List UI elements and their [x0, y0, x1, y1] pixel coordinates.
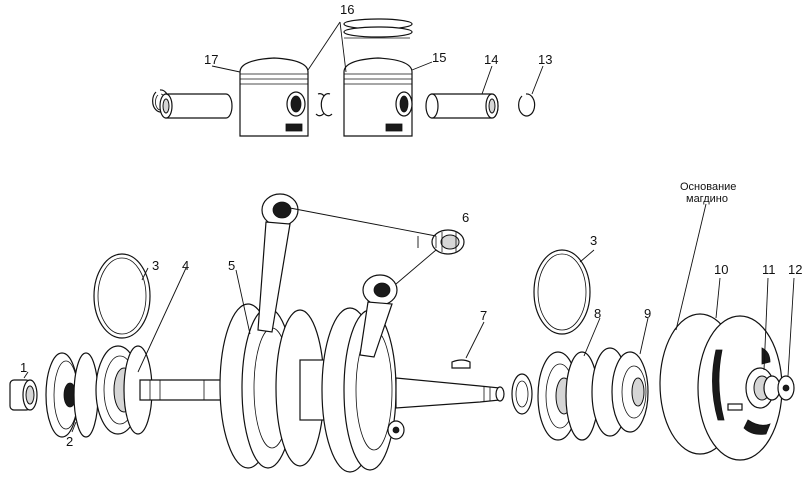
label-4: 4: [182, 258, 189, 273]
needle-bearing: [431, 229, 465, 255]
main-bearing-right: [537, 351, 599, 441]
leader-5: [235, 269, 251, 335]
label-3-left: 3: [152, 258, 159, 273]
leader-3a: [141, 267, 149, 281]
label-16: 16: [340, 2, 354, 17]
leader-base: [675, 203, 707, 331]
o-ring-right: [533, 249, 591, 335]
magneto-base-label-line2: магдино: [686, 193, 728, 205]
crankshaft-right-shaft: [395, 377, 505, 409]
crankshaft-left-shaft: [139, 379, 233, 401]
label-7: 7: [480, 308, 487, 323]
leader-12: [787, 277, 795, 377]
washer: [511, 373, 533, 415]
leader-16b: [339, 21, 347, 73]
leader-3b: [579, 249, 595, 263]
woodruff-key: [451, 359, 471, 369]
piston-rings: [343, 18, 413, 39]
oil-seal: [45, 352, 99, 438]
o-ring-left: [93, 253, 151, 339]
leader-11: [763, 277, 769, 371]
label-1: 1: [20, 360, 27, 375]
leader-9: [639, 317, 649, 355]
label-10: 10: [714, 262, 728, 277]
leader-16a: [307, 21, 341, 71]
leader-7: [465, 321, 485, 359]
label-5: 5: [228, 258, 235, 273]
leader-14: [481, 65, 493, 95]
label-8: 8: [594, 306, 601, 321]
label-12: 12: [788, 262, 802, 277]
oil-seal-right: [591, 347, 649, 437]
leader-15: [411, 61, 433, 71]
label-13: 13: [538, 52, 552, 67]
label-2: 2: [66, 434, 73, 449]
label-9: 9: [644, 306, 651, 321]
main-bearing-left: [95, 345, 153, 435]
label-14: 14: [484, 52, 498, 67]
leader-1: [23, 371, 29, 379]
piston-pin-left: [159, 93, 233, 119]
leader-10: [715, 277, 721, 319]
snap-ring-middle: [315, 93, 333, 117]
magneto-base-label-line1: Основание: [680, 181, 736, 193]
label-3-right: 3: [590, 233, 597, 248]
flywheel-nut: [727, 375, 795, 411]
label-11: 11: [762, 262, 776, 277]
connecting-rod-right: [359, 274, 398, 358]
leader-6a: [289, 207, 437, 237]
piston-right: [343, 57, 413, 137]
leader-8: [583, 317, 601, 357]
label-17: 17: [204, 52, 218, 67]
seal-cap: [9, 379, 38, 411]
magneto-flywheel: [659, 313, 783, 461]
leader-6b: [395, 249, 437, 285]
leader-2: [71, 421, 77, 433]
leader-4: [137, 267, 187, 373]
piston-left: [239, 57, 309, 137]
label-15: 15: [432, 50, 446, 65]
snap-ring-right: [518, 93, 536, 117]
piston-pin-right: [425, 93, 499, 119]
leader-17: [211, 65, 241, 73]
connecting-rod-left: [257, 193, 299, 333]
label-6: 6: [462, 210, 469, 225]
leader-13: [531, 65, 544, 95]
